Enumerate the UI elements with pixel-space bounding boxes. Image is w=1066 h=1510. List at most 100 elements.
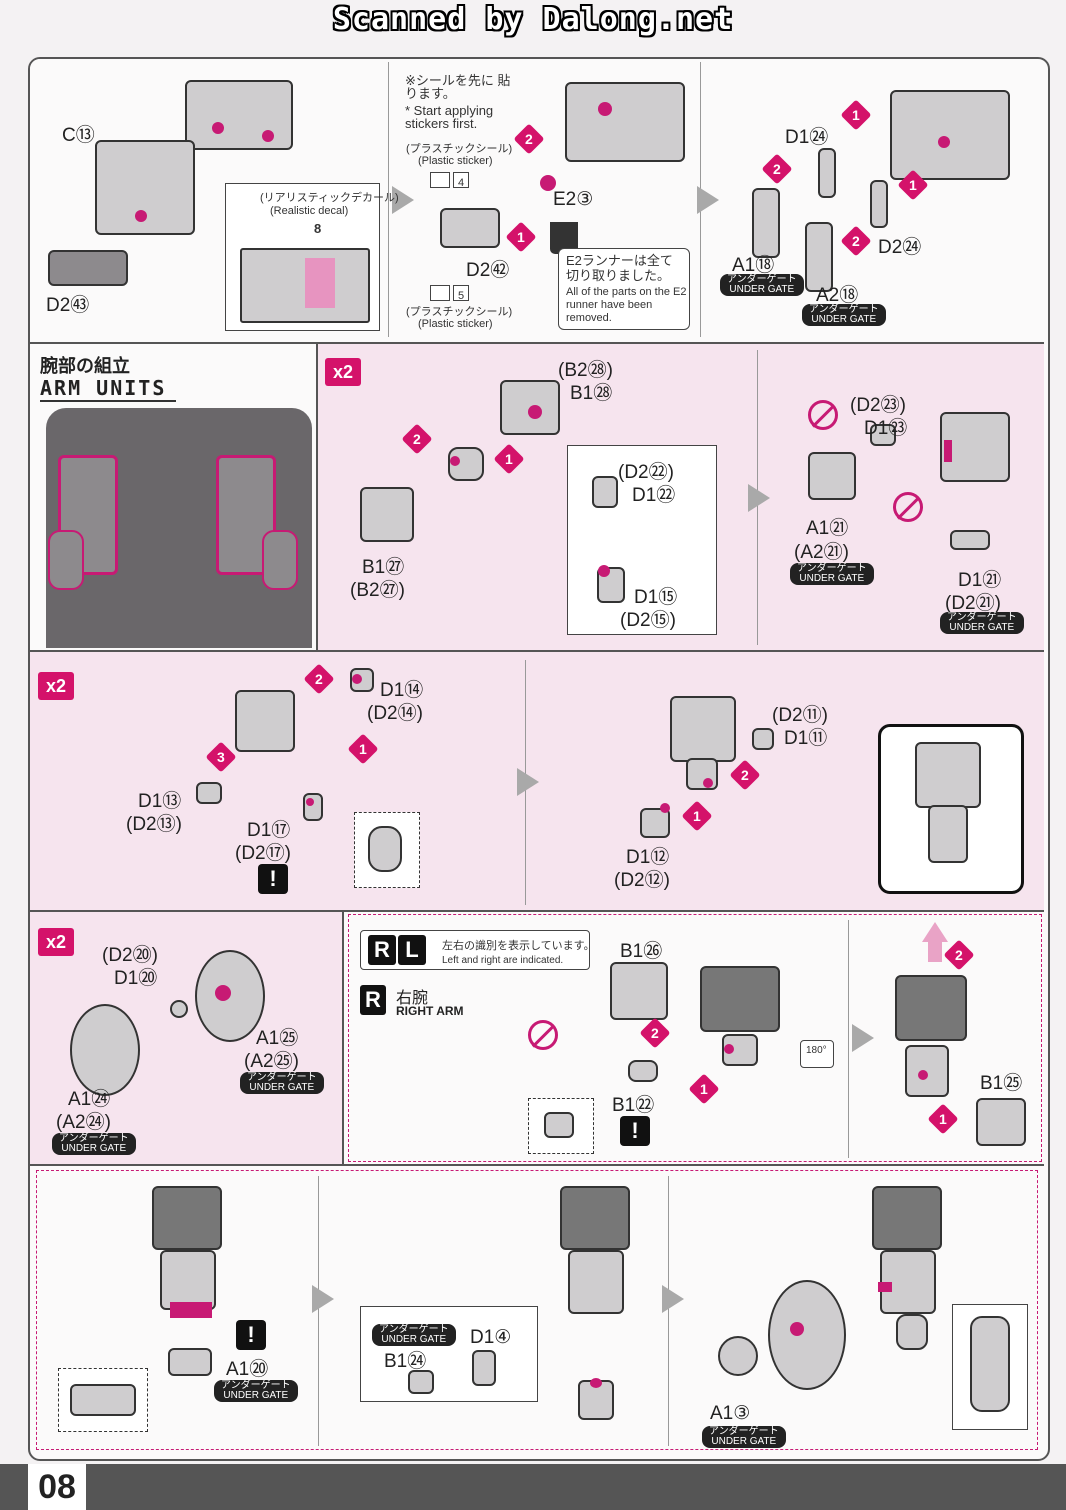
no-cut-icon	[893, 492, 923, 522]
right-arm-jp: 右腕	[396, 990, 429, 1007]
label-d224: D2㉔	[878, 237, 922, 258]
label-d242: D2㊷	[466, 260, 510, 281]
clip-a118	[752, 188, 780, 258]
arm-cube-2	[670, 696, 736, 762]
label-a218: A2⑱	[816, 285, 859, 306]
assembled-joint	[905, 1045, 949, 1097]
forearm-body	[160, 1250, 216, 1310]
label-b228: (B2㉘)	[558, 360, 613, 381]
wheel-a124	[70, 1004, 140, 1096]
decal-label-en: (Realistic decal)	[270, 205, 349, 217]
label-d222: (D2㉒)	[618, 462, 674, 483]
hub-d120	[170, 1000, 188, 1018]
label-b127: B1㉗	[362, 557, 405, 578]
label-b122: B1㉒	[612, 1095, 655, 1116]
label-d117: D1⑰	[247, 820, 291, 841]
next-arrow	[697, 186, 719, 214]
peg-detail-part	[544, 1112, 574, 1138]
sticker-block	[440, 208, 500, 248]
section-title-jp: 腕部の組立	[40, 356, 130, 376]
label-a121: A1㉑	[806, 518, 849, 539]
decal-num: 8	[314, 221, 322, 236]
right-arm-badge: R	[360, 985, 386, 1015]
tab-d224	[870, 180, 888, 228]
upper-block	[890, 90, 1010, 180]
scan-banner: Scanned by Dalong.net	[332, 2, 734, 37]
wheel-right	[262, 530, 298, 590]
label-a120: A1⑳	[226, 1359, 269, 1380]
label-a225: (A2㉕)	[244, 1051, 299, 1072]
base-d121	[950, 530, 990, 550]
hand-b124	[408, 1370, 434, 1394]
forearm-cube	[152, 1186, 222, 1250]
peg-b122	[628, 1060, 658, 1082]
next-arrow	[748, 484, 770, 512]
next-arrow	[392, 186, 414, 214]
up-arrow	[922, 922, 948, 942]
rl-note-jp: 左右の識別を表示しています。	[442, 940, 595, 952]
forearm-body-2	[568, 1250, 624, 1314]
rotate-icon: 180°	[800, 1040, 834, 1068]
label-a125: A1㉕	[256, 1028, 299, 1049]
label-e23: E2③	[553, 189, 594, 210]
next-arrow	[852, 1024, 874, 1052]
result-stem	[928, 805, 968, 863]
next-arrow	[662, 1285, 684, 1313]
block-d113	[196, 782, 222, 804]
pivot-d117	[303, 793, 323, 821]
wheel-final	[768, 1280, 846, 1390]
label-b125: B1㉕	[980, 1073, 1023, 1094]
label-d212: (D2⑫)	[614, 870, 670, 891]
plastic-sticker-en-2: (Plastic sticker)	[418, 318, 493, 330]
runner-note-en: All of the parts on the E2 runner have b…	[566, 286, 687, 324]
label-d123: D1㉓	[864, 418, 908, 439]
sticker-4-num: 4	[453, 172, 469, 189]
label-d120: D1⑳	[114, 968, 158, 989]
label-d213: (D2⑬)	[126, 814, 182, 835]
tab-d114	[350, 668, 374, 692]
label-d211: (D2⑪)	[772, 705, 828, 726]
page-number: 08	[28, 1464, 86, 1510]
label-a118: A1⑱	[732, 255, 775, 276]
cap-a120	[168, 1348, 212, 1376]
x2-badge: x2	[325, 358, 361, 386]
label-a124: A1㉔	[68, 1089, 111, 1110]
hubcap-a13	[718, 1336, 758, 1376]
no-cut-icon	[528, 1020, 558, 1050]
sticker-note-jp: ※シールを先に 貼ります。	[405, 73, 511, 101]
label-a221: (A2㉑)	[794, 542, 849, 563]
assembled-cube	[895, 975, 967, 1041]
label-d124: D1㉔	[785, 127, 829, 148]
torso-block	[185, 80, 293, 150]
next-arrow	[517, 768, 539, 796]
bracket-b126	[610, 962, 668, 1020]
frame-a121	[808, 452, 856, 500]
label-b124: B1㉔	[384, 1351, 427, 1372]
hand-d14	[472, 1350, 496, 1386]
tire-detail	[970, 1316, 1010, 1412]
sticker-5-num: 5	[453, 285, 469, 302]
detail-box	[567, 445, 717, 635]
cap-detail-part	[70, 1384, 136, 1416]
wheel-left	[48, 530, 84, 590]
label-b126: B1㉖	[620, 941, 663, 962]
elbow-joint	[722, 1034, 758, 1066]
forearm-cube-2	[560, 1186, 630, 1250]
label-d114: D1⑭	[380, 680, 424, 701]
tab-d124	[818, 148, 836, 198]
decal-label-jp: (リアリスティックデカール)	[260, 192, 399, 204]
label-c13: C⑬	[62, 125, 95, 146]
tab-d123	[870, 424, 896, 446]
label-d215: (D2⑮)	[620, 610, 676, 631]
right-arm-en: RIGHT ARM	[396, 1004, 464, 1018]
footer-bar	[0, 1464, 1066, 1510]
label-d223: (D2㉓)	[850, 395, 906, 416]
joint-part	[448, 447, 484, 481]
label-d115: D1⑮	[634, 587, 678, 608]
